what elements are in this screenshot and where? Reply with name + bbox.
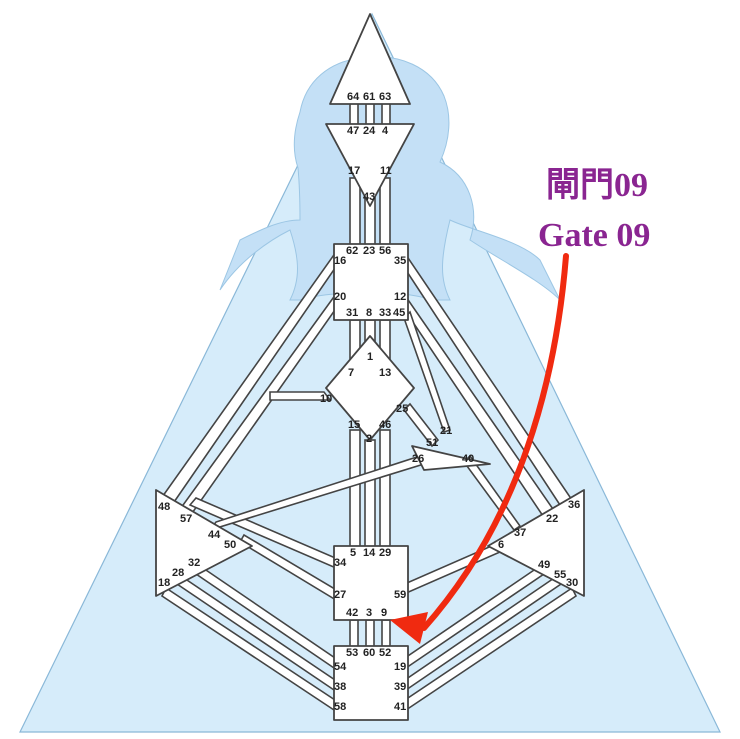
gate-64: 64 [347, 91, 360, 103]
gate-12: 12 [394, 291, 406, 303]
gate-6: 6 [498, 539, 504, 551]
callout-title-chinese: 閘門09 [546, 167, 648, 204]
ajna-center [325, 123, 415, 207]
gate-18: 18 [158, 577, 170, 589]
gate-56: 56 [379, 245, 391, 257]
gate-15: 15 [348, 419, 360, 431]
gate-13: 13 [379, 367, 391, 379]
gate-8: 8 [366, 307, 372, 319]
channel-11-56 [379, 177, 391, 247]
gate-42: 42 [346, 607, 358, 619]
channel-25-51 [402, 402, 440, 448]
gate-labels: 64 61 63 47 24 4 17 11 43 62 23 56 16 35… [158, 91, 580, 713]
sacral-center [333, 545, 409, 621]
gate-14: 14 [363, 547, 376, 559]
gate-1: 1 [367, 351, 373, 363]
gate-52: 52 [379, 647, 391, 659]
g-center [325, 335, 415, 441]
gate-16: 16 [334, 255, 346, 267]
gate-63: 63 [379, 91, 391, 103]
head-center [329, 13, 411, 105]
gate-28: 28 [172, 567, 184, 579]
gate-20: 20 [334, 291, 346, 303]
gate-46: 46 [379, 419, 391, 431]
gate-5: 5 [350, 547, 356, 559]
gate-32: 32 [188, 557, 200, 569]
gate-25: 25 [396, 403, 408, 415]
gate-37: 37 [514, 527, 526, 539]
gate-7: 7 [348, 367, 354, 379]
gate-45: 45 [393, 307, 405, 319]
gate-41: 41 [394, 701, 406, 713]
callout-arrow-head [390, 612, 428, 644]
gate-26: 26 [412, 453, 424, 465]
gate-36: 36 [568, 499, 580, 511]
channel-10-20 [269, 391, 332, 401]
gate-58: 58 [334, 701, 346, 713]
gate-53: 53 [346, 647, 358, 659]
gate-48: 48 [158, 501, 170, 513]
callout-title-english: Gate 09 [538, 217, 650, 254]
throat-center [333, 243, 409, 321]
gate-55: 55 [554, 569, 566, 581]
gate-23: 23 [363, 245, 375, 257]
gate-4: 4 [382, 125, 389, 137]
ego-center [411, 445, 491, 471]
gate-17: 17 [348, 165, 360, 177]
gate-34: 34 [334, 557, 347, 569]
gate-59: 59 [394, 589, 406, 601]
gate-62: 62 [346, 245, 358, 257]
gate-21: 21 [440, 425, 452, 437]
gate-50: 50 [224, 539, 236, 551]
gate-40: 40 [462, 453, 474, 465]
gate-11: 11 [380, 165, 392, 177]
gate-30: 30 [566, 577, 578, 589]
gate-2: 2 [366, 433, 372, 445]
spleen-center [155, 489, 253, 597]
gate-31: 31 [346, 307, 358, 319]
channel-46-29 [379, 429, 391, 549]
channel-15-5 [349, 429, 361, 549]
gate-35: 35 [394, 255, 406, 267]
channel-9-52 [381, 619, 391, 649]
gate-19: 19 [394, 661, 406, 673]
channel-3-60 [365, 619, 375, 649]
gate-24: 24 [363, 125, 376, 137]
channel-42-53 [349, 619, 359, 649]
gate-57: 57 [180, 513, 192, 525]
gate-9: 9 [381, 607, 387, 619]
gate-38: 38 [334, 681, 346, 693]
gate-51: 51 [426, 437, 438, 449]
gate-29: 29 [379, 547, 391, 559]
gate-39: 39 [394, 681, 406, 693]
gate-27: 27 [334, 589, 346, 601]
gate-60: 60 [363, 647, 375, 659]
solar-plexus-center [487, 489, 585, 597]
gate-3: 3 [366, 607, 372, 619]
gate-33: 33 [379, 307, 391, 319]
gate-47: 47 [347, 125, 359, 137]
gate-10: 10 [320, 393, 332, 405]
gate-44: 44 [208, 529, 221, 541]
channel-17-62 [349, 177, 361, 247]
gate-43: 43 [363, 191, 375, 203]
root-center [333, 645, 409, 721]
gate-61: 61 [363, 91, 375, 103]
channel-2-14 [364, 439, 376, 549]
callout-arrow-line [421, 253, 569, 631]
gate-54: 54 [334, 661, 347, 673]
gate-49: 49 [538, 559, 550, 571]
gate-22: 22 [546, 513, 558, 525]
